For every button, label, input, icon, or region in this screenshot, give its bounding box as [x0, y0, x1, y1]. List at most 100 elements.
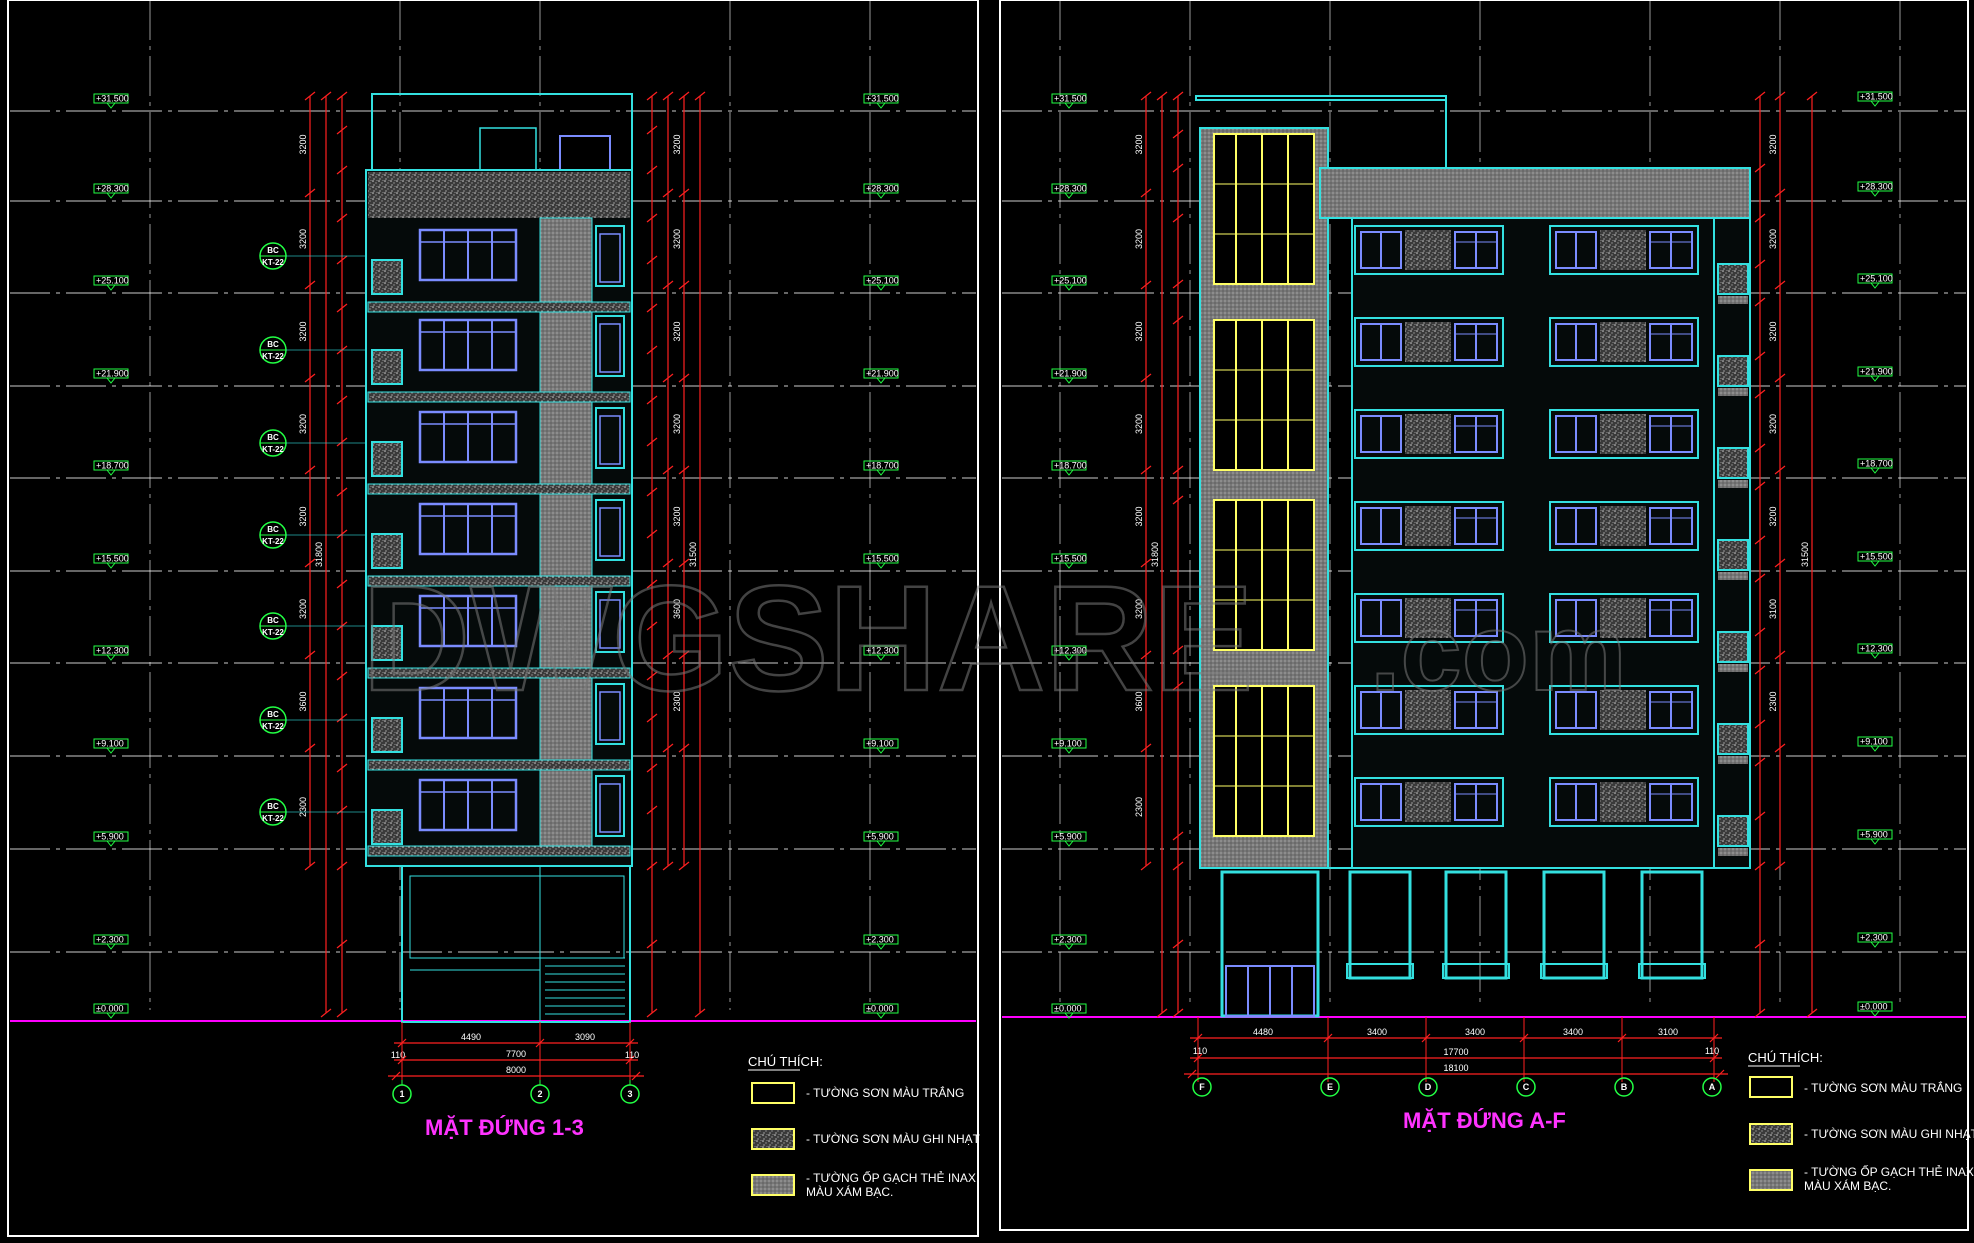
dim-tick: [1754, 573, 1766, 583]
axis-label: B: [1621, 1082, 1628, 1092]
level-marker-box: [1051, 368, 1087, 379]
level-marker-box: [1051, 275, 1087, 286]
level-marker-box: [1857, 551, 1893, 562]
level-label: +12.300: [1860, 644, 1893, 654]
dim-tick: [1754, 213, 1766, 223]
section-tag-bottom: KT-22: [262, 258, 284, 267]
dim-tick: [1140, 373, 1152, 383]
side-window-inner: [599, 233, 621, 283]
roof-block: [371, 93, 633, 171]
legend-item-3: - TƯỜNG ỐP GẠCH THẺ INAX: [806, 1170, 976, 1185]
level-label: +21.900: [96, 369, 129, 379]
level-marker-box: [863, 368, 899, 379]
side-balcony: [1717, 447, 1749, 479]
level-marker-arrow: [1870, 1010, 1880, 1017]
dim-label: 3600: [1134, 691, 1144, 711]
level-label: +2.300: [96, 935, 124, 945]
side-window: [595, 775, 625, 837]
dim-label: 3200: [1134, 506, 1144, 526]
section-tag-bottom: KT-22: [262, 628, 284, 637]
dim-tick: [1140, 465, 1152, 475]
level-marker-icon: +31.500: [1857, 91, 1893, 107]
window-frame: [1354, 317, 1504, 367]
legend-item-3b: MÀU XÁM BẠC.: [806, 1184, 893, 1199]
level-marker-icon: +2.300: [1857, 932, 1893, 948]
level-marker-icon: +31.500: [1051, 93, 1087, 109]
level-label: +15.500: [96, 554, 129, 564]
dim-tick: [646, 805, 658, 815]
dim-tick: [1806, 1008, 1818, 1018]
section-tag-bottom: KT-22: [262, 445, 284, 454]
watermark-main: DWGSHARE: [362, 554, 1254, 722]
dim-label: 3200: [298, 321, 308, 341]
watermark: DWGSHARE .com: [361, 553, 1628, 724]
level-marker-icon: +21.900: [863, 368, 899, 384]
level-label: +21.900: [1860, 367, 1893, 377]
glazing-panel: [1213, 685, 1315, 837]
level-marker-arrow: [1064, 1012, 1074, 1019]
axis-bubble-icon: [1614, 1077, 1634, 1097]
axis-bubble-icon: [392, 1084, 412, 1104]
level-label: +31.500: [96, 94, 129, 104]
dim-tick: [646, 487, 658, 497]
dim-tick: [1715, 1069, 1725, 1079]
axis-bubble-icon: [530, 1084, 550, 1104]
level-marker-arrow: [1064, 192, 1074, 199]
side-window-inner: [599, 323, 621, 373]
dim-tick: [1172, 831, 1184, 841]
dim-label: 3200: [298, 134, 308, 154]
legend-swatch-tile: [751, 1174, 795, 1196]
shopfront-window: [1348, 870, 1412, 980]
dim-label: 8000: [506, 1065, 526, 1075]
dim-tick: [1774, 188, 1786, 198]
level-label: ±0.000: [866, 1004, 893, 1014]
glazing-panel: [1213, 499, 1315, 651]
window-frame: [1549, 501, 1699, 551]
dim-label: 3200: [298, 599, 308, 619]
dim-tick: [336, 1008, 348, 1018]
level-marker-arrow: [1870, 467, 1880, 474]
level-marker-arrow: [106, 654, 116, 661]
dim-tick: [304, 558, 316, 568]
legend-swatch-speckle: [1749, 1123, 1793, 1145]
level-marker-icon: +5.900: [93, 831, 129, 847]
level-marker-icon: +12.300: [1051, 645, 1087, 661]
level-marker-box: [1051, 93, 1087, 104]
level-label: +25.100: [1054, 276, 1087, 286]
dim-label: 3090: [575, 1032, 595, 1042]
section-tag-bottom: KT-22: [262, 814, 284, 823]
level-label: ±0.000: [96, 1004, 123, 1014]
dim-label: 3200: [1768, 414, 1778, 434]
level-marker-icon: +25.100: [863, 275, 899, 291]
level-label: +18.700: [1054, 461, 1087, 471]
dim-label: 2300: [1768, 691, 1778, 711]
window-frame: [1549, 409, 1699, 459]
level-label: +9.100: [1054, 739, 1082, 749]
dim-tick: [1187, 1069, 1197, 1079]
level-marker-arrow: [1064, 840, 1074, 847]
level-marker-icon: +2.300: [1051, 934, 1087, 950]
dim-tick: [678, 743, 690, 753]
balcony: [371, 717, 403, 753]
level-marker-icon: +9.100: [1857, 736, 1893, 752]
level-marker-arrow: [1870, 745, 1880, 752]
dim-tick: [646, 303, 658, 313]
dim-tick: [678, 373, 690, 383]
dim-tick: [1754, 389, 1766, 399]
dim-tick: [304, 861, 316, 871]
dim-tick: [336, 763, 348, 773]
shopfront-sill: [1540, 963, 1608, 979]
window-infill: [1600, 322, 1646, 362]
floor-slab: [367, 845, 631, 857]
balcony: [371, 259, 403, 295]
level-label: +28.300: [866, 184, 899, 194]
side-balcony: [1717, 815, 1749, 847]
level-marker-box: [1857, 273, 1893, 284]
level-marker-icon: +12.300: [863, 645, 899, 661]
level-label: +28.300: [96, 184, 129, 194]
side-balcony: [1717, 263, 1749, 295]
level-marker-arrow: [876, 1012, 886, 1019]
level-marker-box: [1857, 366, 1893, 377]
dim-tick: [1754, 481, 1766, 491]
